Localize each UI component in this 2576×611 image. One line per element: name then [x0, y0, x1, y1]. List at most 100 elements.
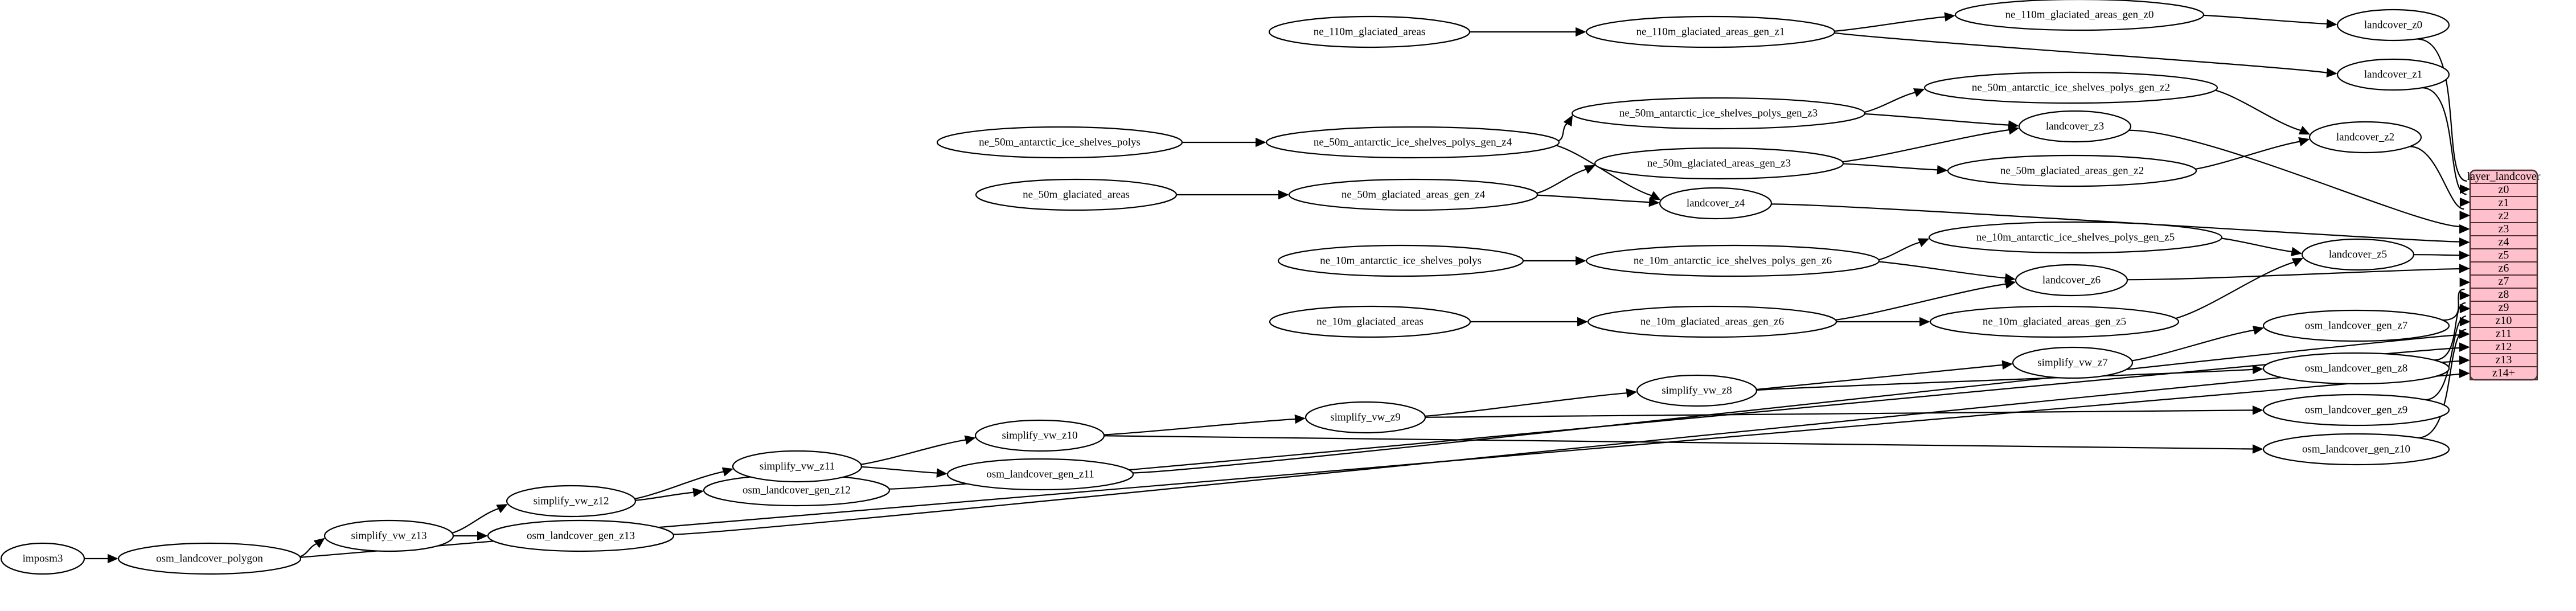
edge-ne_10m_antarctic_ice_shelves_polys_gen_z5--to--landcover_z5 [2221, 237, 2294, 253]
node-label-ne_110m_glaciated_areas_gen_z0: ne_110m_glaciated_areas_gen_z0 [2005, 9, 2154, 20]
graph-node-ne_50m_antarctic_ice_shelves_polys_gen_z2[interactable]: ne_50m_antarctic_ice_shelves_polys_gen_z… [1923, 71, 2218, 104]
graph-node-landcover_z5[interactable]: landcover_z5 [2301, 238, 2415, 271]
graph-node-simplify_vw_z10[interactable]: simplify_vw_z10 [974, 419, 1105, 452]
node-label-landcover_z4: landcover_z4 [1687, 197, 1745, 209]
graph-node-osm_landcover_gen_z13[interactable]: osm_landcover_gen_z13 [487, 519, 675, 552]
edge-ne_10m_glaciated_areas_gen_z6--to--landcover_z6 [1835, 283, 2007, 321]
arrowhead-8 [2459, 342, 2470, 352]
node-label-simplify_vw_z8: simplify_vw_z8 [1662, 384, 1732, 396]
graph-node-ne_10m_antarctic_ice_shelves_polys_gen_z6[interactable]: ne_10m_antarctic_ice_shelves_polys_gen_z… [1585, 244, 1880, 277]
graph-node-ne_10m_antarctic_ice_shelves_polys[interactable]: ne_10m_antarctic_ice_shelves_polys [1277, 244, 1524, 277]
graph-node-ne_10m_antarctic_ice_shelves_polys_gen_z5[interactable]: ne_10m_antarctic_ice_shelves_polys_gen_z… [1928, 221, 2223, 254]
arrowhead-26 [2326, 19, 2337, 29]
graph-node-simplify_vw_z7[interactable]: simplify_vw_z7 [2012, 346, 2134, 379]
graph-node-osm_landcover_gen_z11[interactable]: osm_landcover_gen_z11 [946, 458, 1134, 491]
graph-node-landcover_z6[interactable]: landcover_z6 [2015, 264, 2128, 297]
node-shape-landcover_z4 [1659, 187, 1773, 220]
node-shape-ne_10m_antarctic_ice_shelves_polys [1277, 244, 1524, 277]
graph-node-imposm3[interactable]: imposm3 [0, 542, 85, 575]
edge-ne_110m_glaciated_areas_gen_z1--to--ne_110m_glaciated_areas_gen_z0 [1834, 16, 1946, 32]
arrowhead-46 [2004, 273, 2016, 283]
graph-node-osm_landcover_polygon[interactable]: osm_landcover_polygon [117, 542, 302, 575]
edge-osm_landcover_gen_z11--to--layer_landcover_z11 [1133, 334, 2461, 474]
record-row-label-z7: z7 [2499, 275, 2509, 288]
node-shape-ne_10m_glaciated_areas_gen_z6 [1587, 305, 1837, 338]
graph-node-ne_110m_glaciated_areas_gen_z0[interactable]: ne_110m_glaciated_areas_gen_z0 [1954, 0, 2205, 31]
arrowhead-31 [1649, 191, 1661, 200]
graph-node-landcover_z4[interactable]: landcover_z4 [1659, 187, 1773, 220]
edge-ne_50m_glaciated_areas_gen_z3--to--ne_50m_glaciated_areas_gen_z2 [1843, 163, 1939, 171]
node-shape-ne_50m_glaciated_areas [975, 178, 1178, 211]
node-shape-osm_landcover_polygon [117, 542, 302, 575]
node-label-ne_50m_antarctic_ice_shelves_polys_gen_z3: ne_50m_antarctic_ice_shelves_polys_gen_z… [1619, 107, 1818, 119]
edge-ne_10m_antarctic_ice_shelves_polys_gen_z6--to--ne_10m_antarctic_ice_shelves_polys_gen_z5 [1878, 241, 1921, 261]
arrowhead-12 [1294, 414, 1306, 424]
edge-simplify_vw_z10--to--simplify_vw_z9 [1104, 418, 1297, 436]
graph-node-ne_110m_glaciated_areas_gen_z1[interactable]: ne_110m_glaciated_areas_gen_z1 [1585, 15, 1836, 48]
arrowhead-36 [1584, 165, 1595, 174]
graph-node-landcover_z1[interactable]: landcover_z1 [2336, 58, 2450, 91]
graph-node-simplify_vw_z9[interactable]: simplify_vw_z9 [1305, 401, 1426, 434]
record-row-label-z6: z6 [2499, 262, 2509, 274]
graph-node-osm_landcover_gen_z9[interactable]: osm_landcover_gen_z9 [2262, 393, 2450, 427]
graph-node-ne_50m_antarctic_ice_shelves_polys_gen_z3[interactable]: ne_50m_antarctic_ice_shelves_polys_gen_z… [1571, 97, 1866, 130]
node-label-osm_landcover_polygon: osm_landcover_polygon [156, 552, 263, 564]
node-shape-ne_50m_glaciated_areas_gen_z4 [1288, 178, 1539, 211]
node-label-landcover_z5: landcover_z5 [2329, 248, 2387, 260]
edge-ne_10m_glaciated_areas_gen_z5--to--landcover_z5 [2175, 261, 2295, 319]
graph-node-osm_landcover_gen_z12[interactable]: osm_landcover_gen_z12 [703, 474, 891, 507]
node-label-ne_50m_glaciated_areas_gen_z4: ne_50m_glaciated_areas_gen_z4 [1342, 188, 1486, 200]
edge-landcover_z2--to--layer_landcover_z2 [2410, 146, 2464, 210]
node-shape-ne_110m_glaciated_areas_gen_z1 [1585, 15, 1836, 48]
graph-node-landcover_z0[interactable]: landcover_z0 [2336, 9, 2450, 42]
record-row-label-z9: z9 [2499, 301, 2509, 314]
node-label-simplify_vw_z12: simplify_vw_z12 [534, 495, 609, 507]
arrowhead-25 [2326, 68, 2337, 78]
graph-node-osm_landcover_gen_z10[interactable]: osm_landcover_gen_z10 [2262, 433, 2450, 466]
node-label-osm_landcover_gen_z8: osm_landcover_gen_z8 [2305, 362, 2407, 374]
arrowhead-49 [1919, 317, 1930, 327]
arrowhead-21 [2459, 304, 2471, 314]
graph-node-landcover_z2[interactable]: landcover_z2 [2308, 121, 2422, 154]
arrowhead-23 [1576, 27, 1586, 37]
node-label-ne_50m_glaciated_areas_gen_z2: ne_50m_glaciated_areas_gen_z2 [2000, 165, 2144, 177]
record-row-label-z5: z5 [2499, 249, 2509, 261]
record-row-label-z11: z11 [2496, 327, 2512, 340]
graph-node-ne_50m_glaciated_areas_gen_z3[interactable]: ne_50m_glaciated_areas_gen_z3 [1594, 147, 1844, 180]
node-shape-simplify_vw_z10 [974, 419, 1105, 452]
node-shape-ne_50m_antarctic_ice_shelves_polys [936, 126, 1183, 159]
graph-node-ne_50m_antarctic_ice_shelves_polys[interactable]: ne_50m_antarctic_ice_shelves_polys [936, 126, 1183, 159]
edge-simplify_vw_z9--to--simplify_vw_z8 [1425, 392, 1629, 417]
graph-node-simplify_vw_z13[interactable]: simplify_vw_z13 [323, 519, 454, 552]
graph-node-ne_50m_glaciated_areas_gen_z4[interactable]: ne_50m_glaciated_areas_gen_z4 [1288, 178, 1539, 211]
node-label-ne_10m_glaciated_areas_gen_z5: ne_10m_glaciated_areas_gen_z5 [1983, 315, 2126, 327]
graph-node-simplify_vw_z12[interactable]: simplify_vw_z12 [506, 485, 637, 518]
node-shape-osm_landcover_gen_z7 [2262, 309, 2450, 342]
graph-node-ne_10m_glaciated_areas_gen_z5[interactable]: ne_10m_glaciated_areas_gen_z5 [1929, 305, 2180, 338]
arrowhead-44 [1576, 256, 1586, 266]
graph-node-ne_110m_glaciated_areas[interactable]: ne_110m_glaciated_areas [1268, 15, 1471, 48]
graph-node-ne_10m_glaciated_areas_gen_z6[interactable]: ne_10m_glaciated_areas_gen_z6 [1587, 305, 1837, 338]
node-label-osm_landcover_gen_z11: osm_landcover_gen_z11 [986, 468, 1094, 480]
edge-osm_landcover_gen_z10--to--layer_landcover_z10 [2418, 329, 2467, 438]
graph-node-ne_50m_glaciated_areas[interactable]: ne_50m_glaciated_areas [975, 178, 1178, 211]
graph-node-ne_50m_antarctic_ice_shelves_polys_gen_z4[interactable]: ne_50m_antarctic_ice_shelves_polys_gen_z… [1265, 126, 1560, 159]
graph-node-ne_10m_glaciated_areas[interactable]: ne_10m_glaciated_areas [1269, 305, 1471, 338]
graph-node-landcover_z3[interactable]: landcover_z3 [2018, 110, 2132, 143]
node-label-simplify_vw_z7: simplify_vw_z7 [2037, 356, 2108, 368]
graph-node-osm_landcover_gen_z7[interactable]: osm_landcover_gen_z7 [2262, 309, 2450, 342]
node-label-landcover_z2: landcover_z2 [2336, 131, 2394, 143]
graph-node-ne_50m_glaciated_areas_gen_z2[interactable]: ne_50m_glaciated_areas_gen_z2 [1947, 154, 2197, 187]
graph-node-simplify_vw_z8[interactable]: simplify_vw_z8 [1636, 374, 1758, 407]
arrowhead-18 [2252, 326, 2265, 335]
node-label-ne_50m_antarctic_ice_shelves_polys: ne_50m_antarctic_ice_shelves_polys [979, 136, 1141, 148]
edge-ne_110m_glaciated_areas_gen_z0--to--landcover_z0 [2203, 14, 2328, 25]
node-shape-osm_landcover_gen_z13 [487, 519, 675, 552]
graph-node-osm_landcover_gen_z8[interactable]: osm_landcover_gen_z8 [2262, 352, 2450, 385]
node-shape-ne_50m_antarctic_ice_shelves_polys_gen_z4 [1265, 126, 1560, 159]
graph-node-simplify_vw_z11[interactable]: simplify_vw_z11 [732, 450, 863, 483]
edge-simplify_vw_z7--to--osm_landcover_gen_z7 [2131, 329, 2255, 362]
node-label-ne_50m_antarctic_ice_shelves_polys_gen_z2: ne_50m_antarctic_ice_shelves_polys_gen_z… [1972, 81, 2170, 93]
edge-simplify_vw_z13--to--simplify_vw_z12 [452, 507, 500, 534]
